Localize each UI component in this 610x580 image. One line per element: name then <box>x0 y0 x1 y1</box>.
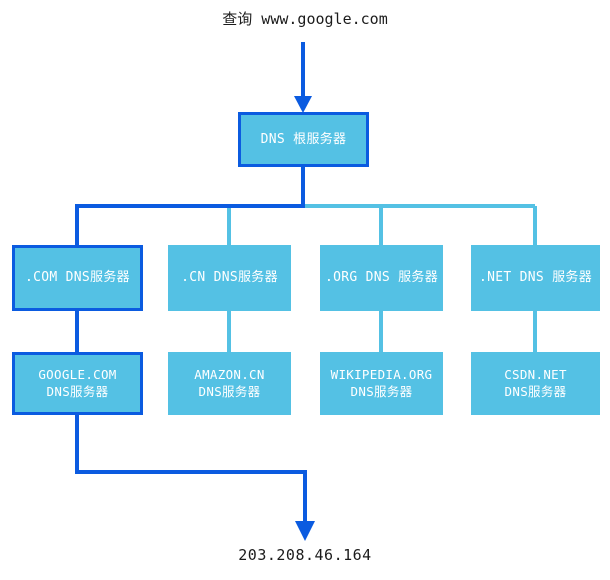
node-label: .CN DNS服务器 <box>181 270 278 286</box>
node-csdn-net-dns-server[interactable]: CSDN.NET DNS服务器 <box>471 352 600 415</box>
node-amazon-cn-dns-server[interactable]: AMAZON.CN DNS服务器 <box>168 352 291 415</box>
node-label: .COM DNS服务器 <box>25 270 130 286</box>
wire-tld-to-authoritative <box>75 309 537 353</box>
node-org-dns-server[interactable]: .ORG DNS 服务器 <box>320 245 443 311</box>
node-cn-dns-server[interactable]: .CN DNS服务器 <box>168 245 291 311</box>
node-label-line2: DNS服务器 <box>504 383 567 399</box>
node-wikipedia-org-dns-server[interactable]: WIKIPEDIA.ORG DNS服务器 <box>320 352 443 415</box>
node-google-com-dns-server[interactable]: GOOGLE.COM DNS服务器 <box>12 352 143 415</box>
node-label-line1: CSDN.NET <box>504 366 567 382</box>
wire-query-to-root <box>294 42 312 113</box>
node-label-line1: GOOGLE.COM <box>38 366 117 382</box>
wire-bus-inactive <box>227 204 537 246</box>
node-label-line2: DNS服务器 <box>198 383 261 399</box>
node-com-dns-server[interactable]: .COM DNS服务器 <box>12 245 143 311</box>
wire-bus-active <box>75 204 305 246</box>
node-label-line1: WIKIPEDIA.ORG <box>330 366 433 382</box>
node-label-line2: DNS服务器 <box>350 383 413 399</box>
node-label: DNS 根服务器 <box>260 131 347 147</box>
query-label: 查询 www.google.com <box>222 10 388 28</box>
node-label: .ORG DNS 服务器 <box>324 270 439 286</box>
wire-answer-to-result <box>75 414 315 541</box>
node-dns-root-server[interactable]: DNS 根服务器 <box>238 112 369 167</box>
node-label-line1: AMAZON.CN <box>194 366 265 382</box>
node-net-dns-server[interactable]: .NET DNS 服务器 <box>471 245 600 311</box>
resolved-ip-label: 203.208.46.164 <box>238 546 372 564</box>
node-label-line2: DNS服务器 <box>46 383 109 399</box>
node-label: .NET DNS 服务器 <box>478 270 593 286</box>
